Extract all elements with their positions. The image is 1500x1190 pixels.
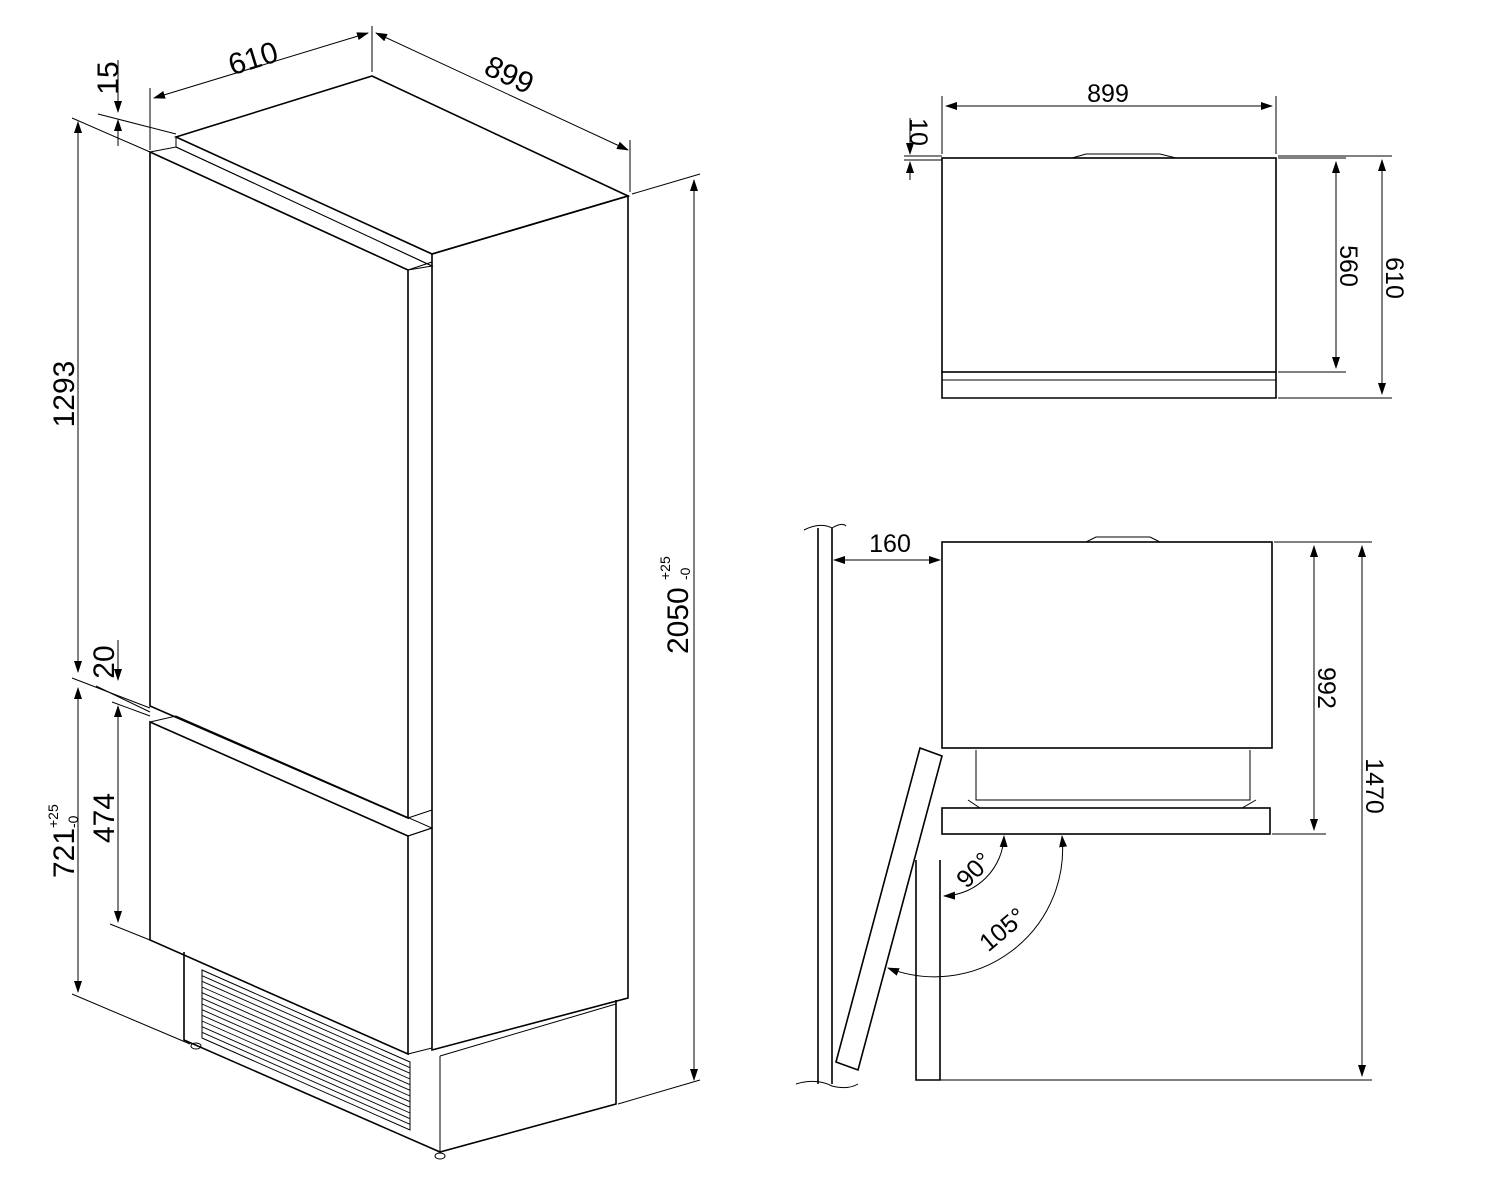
grille-slat <box>201 1014 411 1108</box>
foot <box>434 1152 446 1160</box>
dimension-cabinet-depth: 560 <box>1334 245 1362 287</box>
dimension-line-899 <box>375 32 629 151</box>
grille-slat <box>201 975 411 1069</box>
dimension-lower-niche-tol-plus: +25 <box>45 804 61 828</box>
dimension-total-height: 2050 <box>662 587 695 654</box>
cabinet-inner-edge <box>967 799 1257 809</box>
dimension-total-height-tol-plus: +25 <box>657 556 673 580</box>
door-rail <box>915 860 941 1081</box>
extension-line <box>109 923 151 941</box>
extension-line <box>617 1079 701 1105</box>
upper-door <box>149 150 409 820</box>
wall-break-top <box>803 523 847 531</box>
dimension-depth-90: 992 <box>1312 667 1340 709</box>
dimension-depth-105: 1470 <box>1360 758 1388 814</box>
grille-slat <box>201 1009 411 1103</box>
dimension-top-gap-10: 10 <box>904 118 932 146</box>
dimension-top-width: 899 <box>1087 80 1129 108</box>
grille-slat <box>201 997 411 1091</box>
dimension-depth: 899 <box>479 50 538 101</box>
top-view-door <box>941 372 1277 399</box>
foot <box>190 1042 202 1050</box>
cabinet-top <box>173 75 631 255</box>
plinth-top-edge <box>439 1003 617 1057</box>
lower-door-top-edge <box>149 715 434 837</box>
dimension-width: 610 <box>224 36 282 82</box>
side-view-hinge <box>1085 536 1161 543</box>
door-open-view: 160 992 1470 90° 105° <box>795 523 1388 1089</box>
grille-slat <box>201 1003 411 1097</box>
dimension-door-gap: 20 <box>88 645 121 678</box>
angle-105-label: 105° <box>974 903 1032 958</box>
dimension-top-gap: 15 <box>92 61 125 94</box>
dimension-total-height-tol-minus: -0 <box>677 567 693 580</box>
wall-break-bottom <box>795 1080 859 1089</box>
side-view-cabinet <box>941 541 1273 749</box>
grille-slat <box>201 1020 411 1114</box>
extension-line <box>111 701 151 717</box>
cabinet-inner <box>975 750 1251 801</box>
dimension-upper-door: 1293 <box>48 361 81 428</box>
angle-arc-105 <box>887 835 1068 978</box>
plinth <box>183 952 617 1153</box>
extension-line <box>71 117 151 153</box>
top-view-hinge <box>1071 153 1177 159</box>
dimension-lower-door: 474 <box>88 793 121 843</box>
top-view: 899 10 560 610 <box>904 80 1408 399</box>
wall <box>817 528 833 1084</box>
grille-slat <box>201 1026 411 1120</box>
dimension-wall-clearance: 160 <box>869 530 911 558</box>
cabinet-top-edge <box>175 137 433 267</box>
dimension-lower-niche: 721 <box>48 828 81 878</box>
angle-90-label: 90° <box>951 847 998 894</box>
lower-door-side-edge <box>407 827 433 1055</box>
door-105 <box>835 746 943 1072</box>
isometric-view: 610 899 15 1293 20 721 +25 -0 474 <box>45 26 701 1160</box>
dimension-line-610 <box>153 32 369 99</box>
extension-line <box>631 173 701 195</box>
grille-slat <box>201 986 411 1080</box>
extension-line <box>95 685 151 713</box>
extension-line <box>71 993 191 1045</box>
cabinet-side-panel <box>431 194 629 1052</box>
upper-door-side-edge <box>407 261 433 819</box>
door-90 <box>941 807 1271 835</box>
grille-slat <box>201 980 411 1074</box>
grille-slat <box>201 992 411 1086</box>
grille-slat <box>201 1031 411 1125</box>
upper-door-top-edge <box>149 146 434 271</box>
dimension-lower-niche-tol-minus: -0 <box>65 815 81 828</box>
top-view-cabinet <box>941 157 1277 373</box>
ventilation-grille <box>201 969 411 1131</box>
dimension-total-depth: 610 <box>1380 257 1408 299</box>
extension-line <box>97 113 177 135</box>
